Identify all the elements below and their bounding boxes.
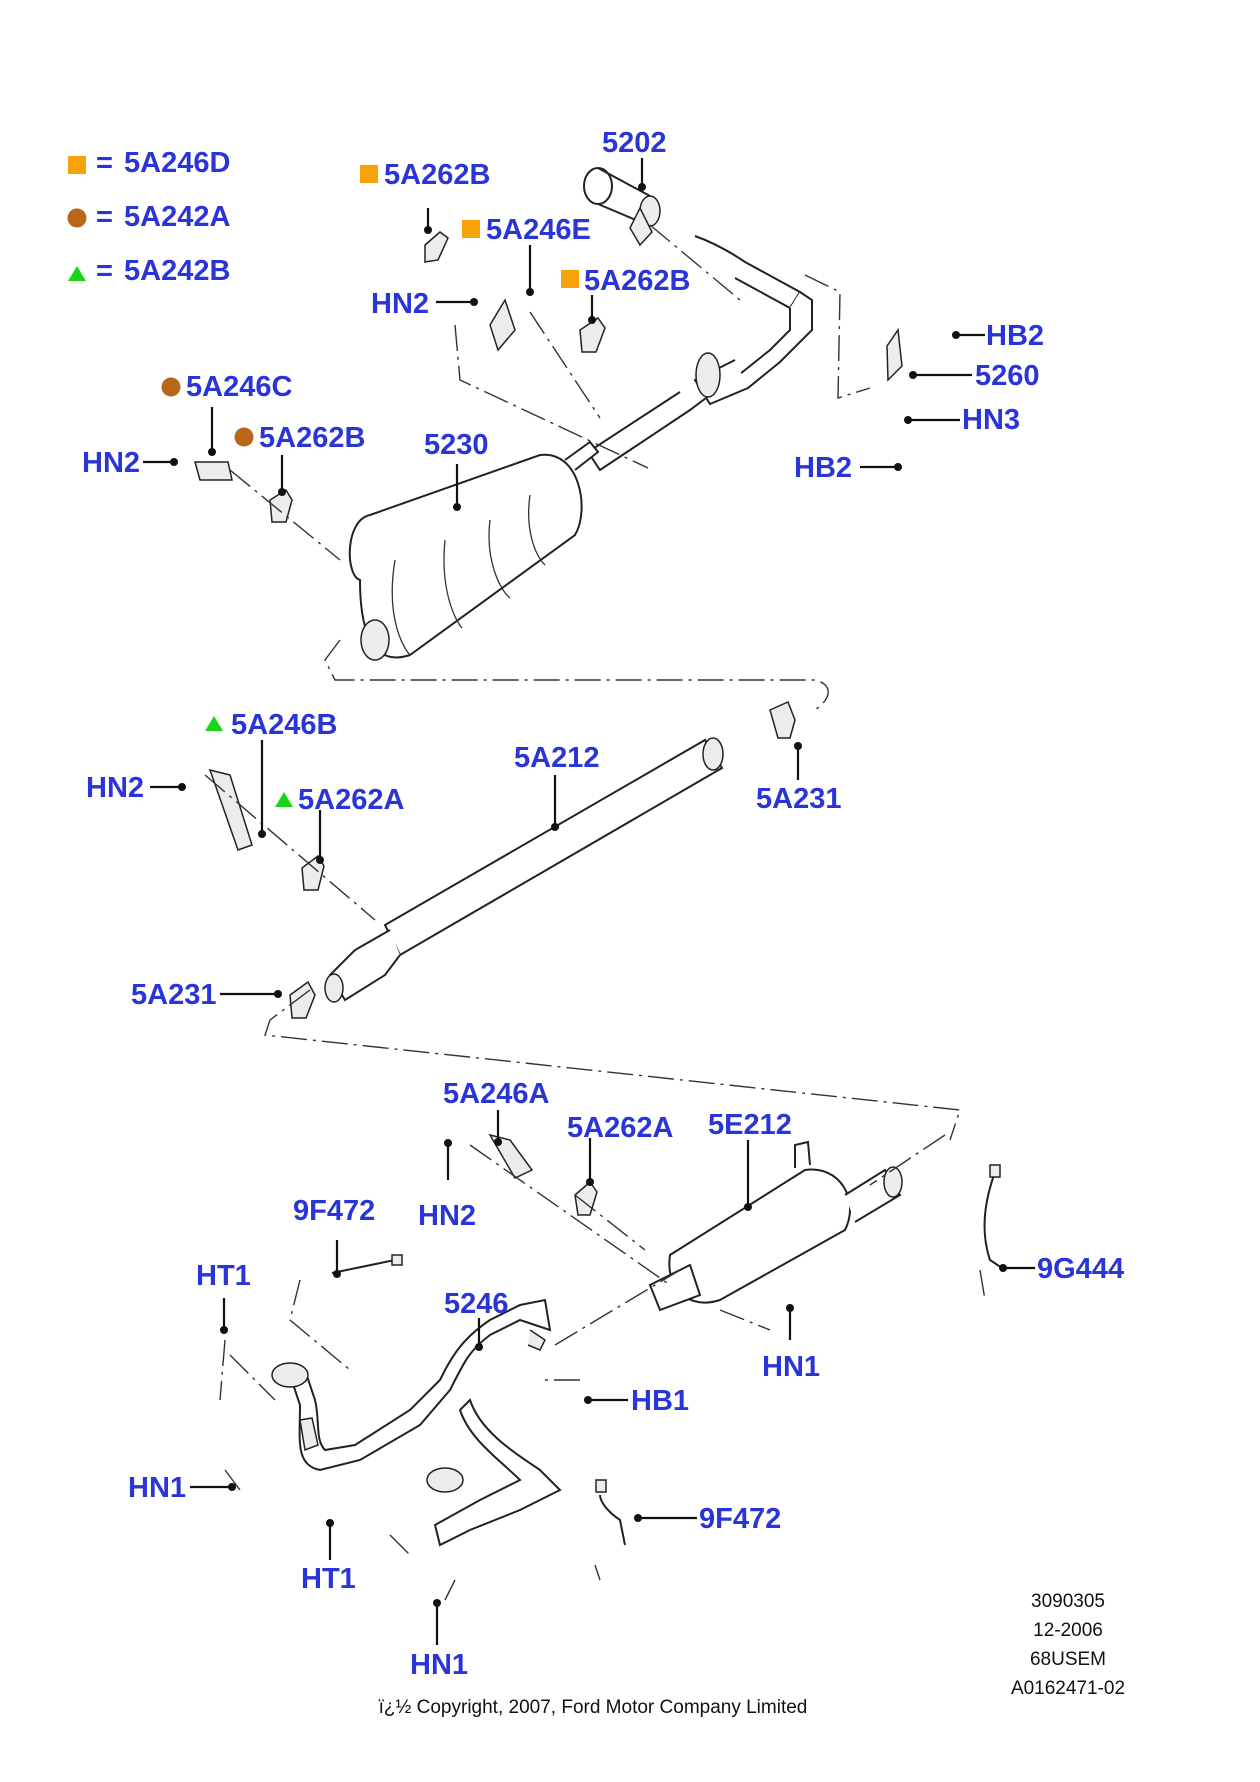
label-9g444: 9G444 [1037,1253,1124,1285]
label-hn2-b: HN2 [82,447,140,479]
y-pipe-5246 [271,1298,562,1547]
label-hb2-b: HB2 [794,452,852,484]
label-5a246b: 5A246B [231,709,337,741]
catalytic-converter-5e212 [648,1140,903,1312]
legend-code-square: 5A246D [124,147,230,179]
footer-date: 12-2006 [1033,1620,1103,1641]
label-markers [161,165,579,807]
orange-square-icon [462,220,480,238]
connector-lines [204,224,986,1601]
legend-code-circle: 5A242A [124,201,230,233]
label-5a246e: 5A246E [486,214,591,246]
footer-ref: 3090305 [1031,1591,1105,1612]
label-ht1-a: HT1 [196,1260,251,1292]
label-5a262a-b: 5A262A [567,1112,673,1144]
leader-lines [143,158,1035,1645]
label-hn1-a: HN1 [762,1351,820,1383]
legend-circle-icon [67,208,87,228]
label-hb2-a: HB2 [986,320,1044,352]
label-hn2-d: HN2 [418,1200,476,1232]
copyright-text: ï¿½ Copyright, 2007, Ford Motor Company … [379,1697,808,1718]
green-triangle-icon [205,716,223,731]
label-hn2-a: HN2 [371,288,429,320]
label-5a231-b: 5A231 [131,979,216,1011]
footer-model: 68USEM [1030,1649,1106,1670]
label-hn2-c: HN2 [86,772,144,804]
legend: = 5A246D = 5A242A = 5A242B [67,147,230,287]
label-hb1: HB1 [631,1385,689,1417]
label-9f472-a: 9F472 [293,1195,375,1227]
muffler-5230 [348,440,600,661]
brown-circle-icon [234,427,254,447]
label-5a212: 5A212 [514,742,599,774]
label-5246: 5246 [444,1288,509,1320]
parts-drawing [194,167,1006,1601]
label-hn3: HN3 [962,404,1020,436]
legend-triangle-icon [68,266,86,281]
label-hn1-c: HN1 [410,1649,468,1681]
label-5a231-a: 5A231 [756,783,841,815]
footer: 3090305 12-2006 68USEM A0162471-02 ï¿½ C… [379,1591,1125,1718]
label-5260: 5260 [975,360,1040,392]
legend-eq: = [96,255,113,287]
oxygen-sensors [331,1164,1006,1546]
legend-eq: = [96,201,113,233]
tailpipe-5202 [583,167,813,472]
part-labels: 5202 5A262B 5A246E 5A262B HN2 HB2 5260 H… [82,127,1124,1681]
legend-eq: = [96,147,113,179]
orange-square-icon [561,270,579,288]
green-triangle-icon [275,792,293,807]
orange-square-icon [360,165,378,183]
label-5a246c: 5A246C [186,371,292,403]
legend-square-icon [68,156,86,174]
label-hn1-b: HN1 [128,1472,186,1504]
label-5a262a-a: 5A262A [298,784,404,816]
footer-doc: A0162471-02 [1011,1678,1125,1699]
legend-code-triangle: 5A242B [124,255,230,287]
label-5a262b-right: 5A262B [584,265,690,297]
label-5a262b-top: 5A262B [384,159,490,191]
label-ht1-b: HT1 [301,1563,356,1595]
intermediate-pipe-5a212 [324,737,724,1003]
label-5202: 5202 [602,127,667,159]
label-5230: 5230 [424,429,489,461]
brown-circle-icon [161,377,181,397]
label-5a246a: 5A246A [443,1078,549,1110]
label-5e212: 5E212 [708,1109,792,1141]
label-5a262b-left: 5A262B [259,422,365,454]
label-9f472-b: 9F472 [699,1503,781,1535]
